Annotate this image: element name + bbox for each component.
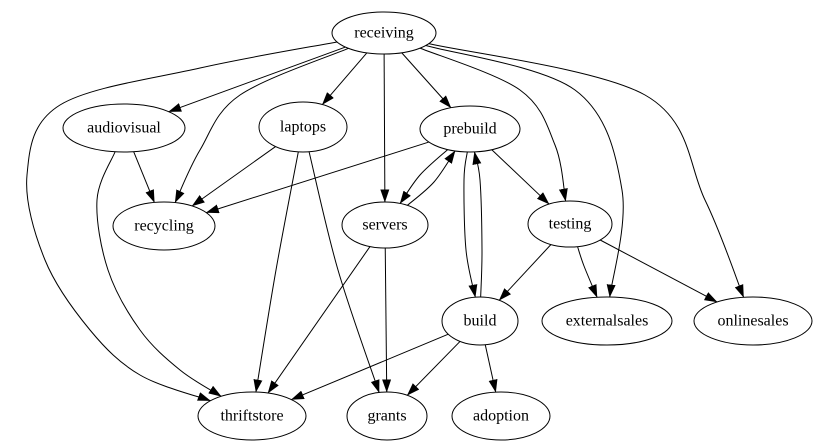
edge-servers-to-thriftstore [267, 246, 371, 394]
edge-receiving-to-audiovisual [168, 46, 346, 113]
node-ellipse-receiving [331, 11, 437, 55]
nodes-layer: receiving audiovisual laptops prebuild recyc… [62, 11, 813, 441]
node-label-prebuild: prebuild [443, 121, 496, 138]
node-prebuild: prebuild [419, 105, 521, 153]
node-label-testing: testing [549, 216, 592, 233]
node-laptops: laptops [258, 101, 348, 153]
edge-build-to-prebuild [472, 151, 483, 298]
node-ellipse-externalsales [541, 296, 673, 346]
node-label-grants: grants [367, 408, 406, 425]
node-label-receiving: receiving [354, 25, 414, 42]
edge-audiovisual-to-recycling [133, 151, 155, 203]
node-ellipse-servers [341, 201, 429, 249]
node-recycling: recycling [112, 201, 216, 251]
node-label-recycling: recycling [134, 218, 194, 235]
node-label-build: build [464, 313, 497, 330]
node-label-adoption: adoption [473, 408, 529, 425]
node-ellipse-laptops [258, 101, 348, 153]
edge-testing-to-externalsales [577, 246, 598, 298]
node-build: build [441, 296, 519, 346]
node-label-laptops: laptops [280, 119, 326, 136]
node-ellipse-adoption [451, 391, 551, 441]
node-ellipse-audiovisual [62, 103, 186, 153]
node-testing: testing [527, 200, 613, 248]
node-onlinesales: onlinesales [693, 296, 813, 346]
edge-testing-to-build [498, 244, 552, 301]
node-label-thriftstore: thriftstore [220, 408, 283, 425]
edge-receiving-to-testing [419, 47, 568, 202]
node-adoption: adoption [451, 391, 551, 441]
node-label-audiovisual: audiovisual [87, 120, 161, 137]
node-receiving: receiving [331, 11, 437, 55]
node-thriftstore: thriftstore [197, 391, 307, 441]
edge-build-to-adoption [484, 344, 498, 393]
node-ellipse-build [441, 296, 519, 346]
node-externalsales: externalsales [541, 296, 673, 346]
edge-laptops-to-grants [308, 151, 380, 393]
edge-prebuild-to-build [463, 151, 478, 298]
edge-receiving-to-thriftstore [26, 41, 338, 402]
node-grants: grants [346, 391, 428, 441]
node-ellipse-testing [527, 200, 613, 248]
edge-prebuild-to-recycling [205, 141, 429, 214]
node-ellipse-onlinesales [693, 296, 813, 346]
edge-receiving-to-onlinesales [428, 43, 745, 298]
edges-layer [26, 41, 745, 402]
edge-receiving-to-externalsales [425, 45, 624, 298]
node-label-onlinesales: onlinesales [717, 313, 788, 330]
node-label-externalsales: externalsales [566, 313, 649, 330]
node-label-servers: servers [362, 217, 407, 234]
node-ellipse-recycling [112, 201, 216, 251]
node-servers: servers [341, 201, 429, 249]
edge-prebuild-to-testing [491, 149, 550, 205]
edge-audiovisual-to-thriftstore [96, 151, 222, 397]
edge-prebuild-to-servers [399, 149, 448, 204]
edge-testing-to-onlinesales [599, 239, 718, 303]
edge-build-to-thriftstore [290, 333, 449, 401]
edge-laptops-to-thriftstore [253, 151, 299, 393]
edge-laptops-to-recycling [191, 146, 276, 207]
node-ellipse-prebuild [419, 105, 521, 153]
edge-receiving-to-laptops [321, 52, 368, 105]
edge-servers-to-prebuild [407, 150, 456, 206]
edge-receiving-to-recycling [174, 47, 349, 204]
node-ellipse-thriftstore [197, 391, 307, 441]
edge-receiving-to-prebuild [401, 52, 452, 109]
edge-build-to-grants [406, 341, 461, 396]
edge-servers-to-grants [382, 247, 392, 393]
node-ellipse-grants [346, 391, 428, 441]
node-audiovisual: audiovisual [62, 103, 186, 153]
edge-receiving-to-servers [380, 53, 390, 203]
